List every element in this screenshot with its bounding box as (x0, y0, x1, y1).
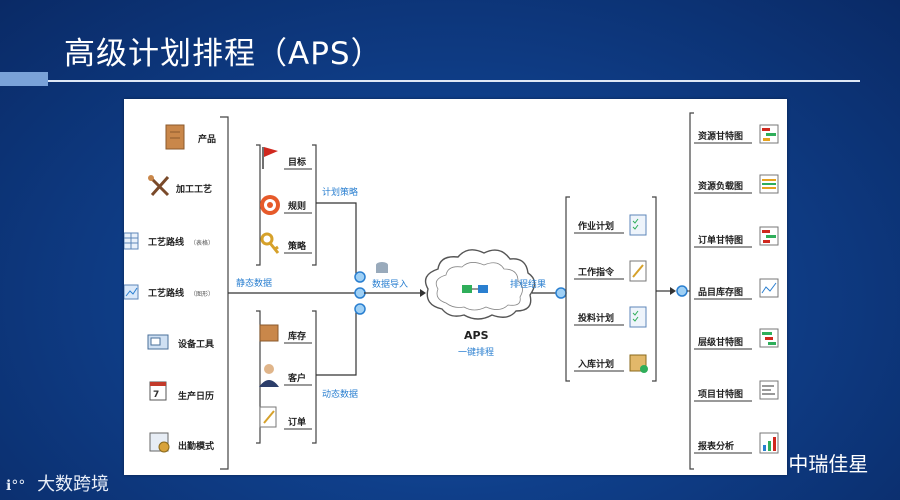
strategy-item-goal: 目标 (262, 147, 312, 170)
watermark-logo-icon: ℹ°° (6, 478, 26, 494)
outputs-group: 资源甘特图 资源负载图 订单甘特图 品目库存图 (687, 112, 779, 470)
dynamic-item-inventory: 库存 (259, 324, 312, 344)
input-label: 工艺路线 (148, 287, 184, 299)
watermark-left: ℹ°° 大数跨境 (6, 470, 109, 496)
strategy-item-policy: 策略 (260, 232, 312, 254)
output-label: 报表分析 (698, 440, 734, 452)
aps-caption: 一键排程 (458, 346, 494, 358)
node-green (462, 285, 472, 293)
hub-node-mid (354, 287, 366, 299)
output-label: 资源负载图 (698, 180, 743, 192)
input-label: 产品 (198, 133, 216, 145)
input-item-attendance: 出勤模式 (149, 432, 214, 453)
dynamic-data-label: 动态数据 (322, 388, 358, 400)
strategy-connector (316, 202, 357, 275)
title-rule (48, 80, 860, 82)
strategy-label: 策略 (287, 240, 307, 252)
customer-icon (264, 364, 274, 374)
dynamic-bracket (312, 310, 317, 444)
input-item-route-graph: 工艺路线 （图形） (124, 284, 214, 300)
line-chart-icon (759, 278, 779, 298)
strategy-item-rule: 规则 (260, 195, 312, 215)
plan-label: 作业计划 (578, 220, 614, 232)
plans-node (676, 285, 688, 297)
output-item-stock-chart: 品目库存图 (694, 278, 779, 300)
input-item-equipment: 设备工具 (147, 334, 214, 350)
dynamic-label: 库存 (288, 330, 306, 342)
dynamic-item-order: 订单 (259, 406, 312, 430)
plan-item-job: 作业计划 (574, 214, 647, 236)
strategy-label: 目标 (288, 156, 306, 168)
output-label: 资源甘特图 (698, 130, 743, 142)
diagram-panel: 产品 加工工艺 工艺路线 （表格） 工艺路线 （图形） 设备工具 (124, 99, 787, 475)
dynamic-connector (316, 311, 357, 376)
strategy-label: 规则 (288, 200, 306, 212)
output-item-order-gantt: 订单甘特图 (694, 226, 779, 248)
hub-node-bottom (354, 303, 366, 315)
strategy-group: 目标 规则 策略 计划策略 (256, 144, 358, 275)
output-label: 项目甘特图 (698, 388, 743, 400)
input-sublabel: （表格） (190, 239, 214, 247)
inventory-box-icon (259, 324, 279, 342)
inputs-bracket (220, 116, 229, 470)
flag-icon (264, 147, 278, 157)
dynamic-group: 库存 客户 订单 动态数据 (256, 310, 358, 444)
output-label: 订单甘特图 (698, 234, 743, 246)
plan-item-material: 投料计划 (574, 306, 647, 328)
input-label: 生产日历 (178, 390, 214, 402)
plan-item-instruction: 工作指令 (574, 260, 647, 282)
output-label: 层级甘特图 (698, 336, 743, 348)
result-node (555, 287, 567, 299)
output-label: 品目库存图 (698, 286, 743, 298)
import-hub: 数据导入 (354, 262, 426, 315)
plan-label: 投料计划 (578, 312, 614, 324)
input-item-product: 产品 (165, 124, 216, 150)
strategy-bracket (312, 144, 317, 266)
input-item-calendar: 7 生产日历 (149, 381, 214, 402)
plans-bracket (565, 196, 570, 382)
plan-strategy-label: 计划策略 (322, 186, 358, 198)
input-label: 出勤模式 (178, 440, 214, 452)
aps-engine: APS 一键排程 (424, 249, 536, 358)
input-item-route-table: 工艺路线 （表格） (124, 232, 214, 250)
plan-label: 工作指令 (578, 266, 615, 278)
dynamic-item-customer: 客户 (259, 364, 312, 387)
input-label: 设备工具 (178, 338, 214, 350)
output-item-resource-gantt: 资源甘特图 (694, 124, 779, 144)
input-label: 工艺路线 (148, 236, 184, 248)
result-label: 排程结果 (510, 278, 546, 290)
wechat-icon (758, 455, 776, 473)
plan-label: 入库计划 (577, 358, 614, 370)
product-box-icon (165, 124, 185, 150)
watermark-right-text: 中瑞佳星 (788, 452, 869, 476)
dynamic-label: 订单 (288, 416, 306, 428)
svg-text:7: 7 (153, 390, 159, 400)
dynamic-label: 客户 (287, 372, 306, 384)
outputs-bracket (689, 112, 694, 470)
output-item-level-gantt: 层级甘特图 (694, 328, 779, 350)
input-label: 加工工艺 (175, 183, 212, 195)
slide-title: 高级计划排程（APS） (64, 36, 383, 72)
plan-item-warehouse: 入库计划 (574, 354, 648, 373)
node-blue (478, 285, 488, 293)
output-item-report: 报表分析 (694, 432, 779, 454)
data-import-label: 数据导入 (372, 278, 408, 290)
hub-node-top (354, 271, 366, 283)
static-data-label: 静态数据 (236, 277, 272, 289)
input-item-process: 加工工艺 (148, 175, 212, 197)
aps-flow-diagram: 产品 加工工艺 工艺路线 （表格） 工艺路线 （图形） 设备工具 (124, 112, 779, 470)
output-item-project-gantt: 项目甘特图 (694, 380, 779, 402)
title-rule-accent (0, 72, 48, 86)
input-sublabel: （图形） (190, 290, 214, 298)
key-icon (260, 232, 274, 246)
watermark-right: 中瑞佳星 (758, 448, 868, 477)
output-item-resource-load: 资源负载图 (694, 174, 779, 194)
plans-group: 作业计划 工作指令 投料计划 入库计划 (565, 196, 688, 382)
inputs-group: 产品 加工工艺 工艺路线 （表格） 工艺路线 （图形） 设备工具 (124, 116, 229, 470)
watermark-left-text: 大数跨境 (37, 474, 110, 495)
aps-name: APS (464, 329, 489, 342)
